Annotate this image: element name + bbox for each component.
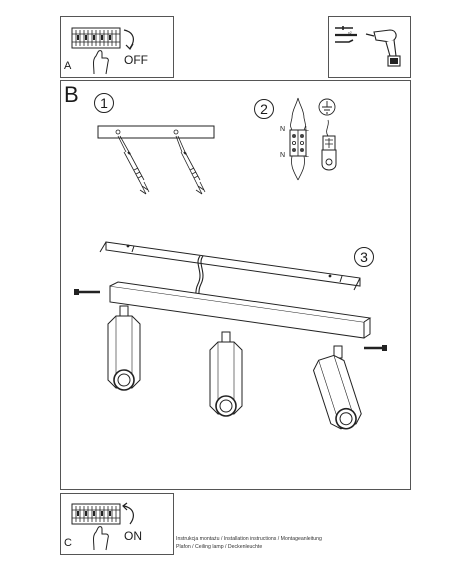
switch-off-label: OFF — [124, 53, 148, 67]
wire-l-label-top: L — [305, 126, 309, 133]
switch-up-arrow-icon — [122, 502, 134, 525]
wire-l-label-bottom: L — [305, 152, 309, 159]
screws-icon: x2 — [335, 26, 357, 43]
step-3-label: 3 — [360, 249, 368, 265]
step-1-label: 1 — [100, 95, 108, 111]
step-2-label: 2 — [260, 101, 268, 117]
ground-symbol-icon — [318, 98, 336, 116]
lamp-assembly-drawing — [74, 241, 387, 430]
step-3-circle: 3 — [354, 247, 374, 267]
wire-n-label-bottom: N — [280, 152, 286, 159]
wiring-terminal-drawing — [289, 97, 307, 181]
step-2-circle: 2 — [254, 99, 274, 119]
panel-a — [60, 16, 174, 78]
switch-on-label: ON — [124, 529, 142, 543]
mounting-bracket-drawing — [97, 125, 215, 195]
panel-c-letter: C — [64, 537, 72, 549]
fuse-box-on-icon — [71, 503, 121, 551]
svg-text:x2: x2 — [348, 31, 352, 35]
switch-down-arrow-icon — [123, 29, 134, 50]
panel-a-letter: A — [64, 60, 72, 72]
ground-clamp-drawing — [321, 119, 337, 171]
fuse-box-icon — [71, 27, 121, 75]
wire-n-label-top: N — [280, 126, 286, 133]
footer-instructions-line: Instrukcja montażu / Installation instru… — [176, 536, 322, 542]
drill-icon — [365, 29, 401, 67]
footer-product-line: Plafon / Ceiling lamp / Deckenleuchte — [176, 544, 263, 550]
panel-tools — [328, 16, 411, 78]
step-1-circle: 1 — [94, 93, 114, 113]
panel-c — [60, 493, 174, 555]
panel-b-letter: B — [64, 82, 79, 107]
panel-b — [60, 80, 411, 490]
